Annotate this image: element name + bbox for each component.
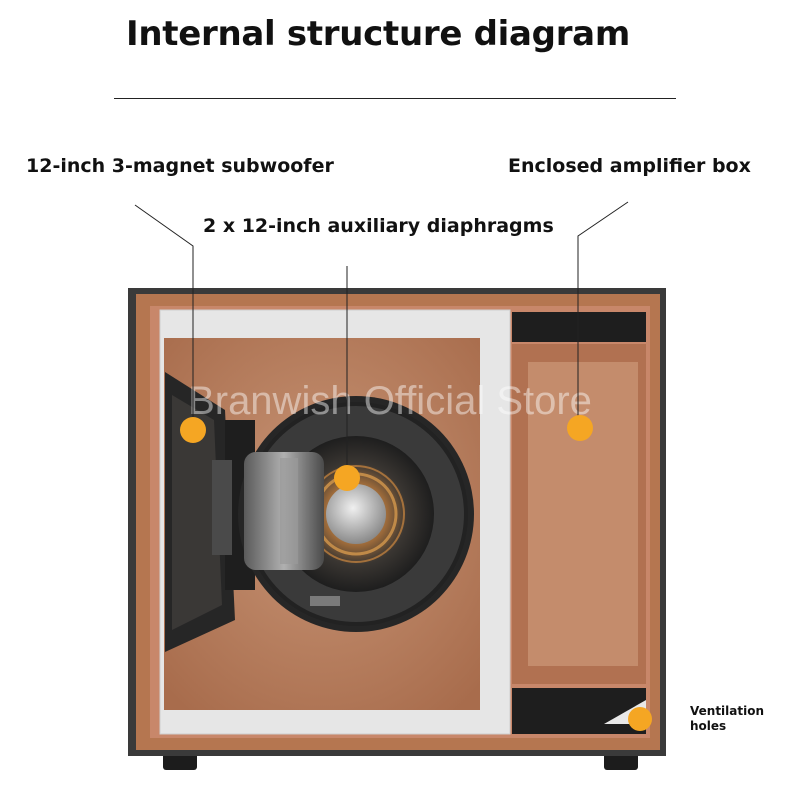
leader-line-subwoofer (134, 204, 194, 430)
marker-diaphragms (334, 465, 360, 491)
amplifier-box-inner (528, 362, 638, 666)
marker-ventilation (628, 707, 652, 731)
subwoofer-side-view (165, 372, 255, 652)
cabinet-foot-right (604, 752, 638, 770)
leader-line-amplifier (577, 201, 629, 428)
label-ventilation: Ventilation holes (690, 704, 780, 734)
amplifier-compartment-top-slot (512, 312, 646, 342)
page-title: Internal structure diagram (126, 14, 630, 54)
marker-amplifier (567, 415, 593, 441)
label-diaphragms: 2 x 12-inch auxiliary diaphragms (203, 215, 554, 237)
label-subwoofer: 12-inch 3-magnet subwoofer (26, 155, 334, 177)
label-amplifier: Enclosed amplifier box (508, 155, 751, 177)
title-divider (114, 98, 676, 99)
watermark: Branwish Official Store (188, 379, 592, 423)
label-ventilation-line1: Ventilation (690, 704, 765, 718)
label-ventilation-line2: holes (690, 719, 727, 733)
amplifier-compartment-bottom-slot (512, 688, 646, 734)
cabinet-foot-left (163, 752, 197, 770)
marker-subwoofer (180, 417, 206, 443)
